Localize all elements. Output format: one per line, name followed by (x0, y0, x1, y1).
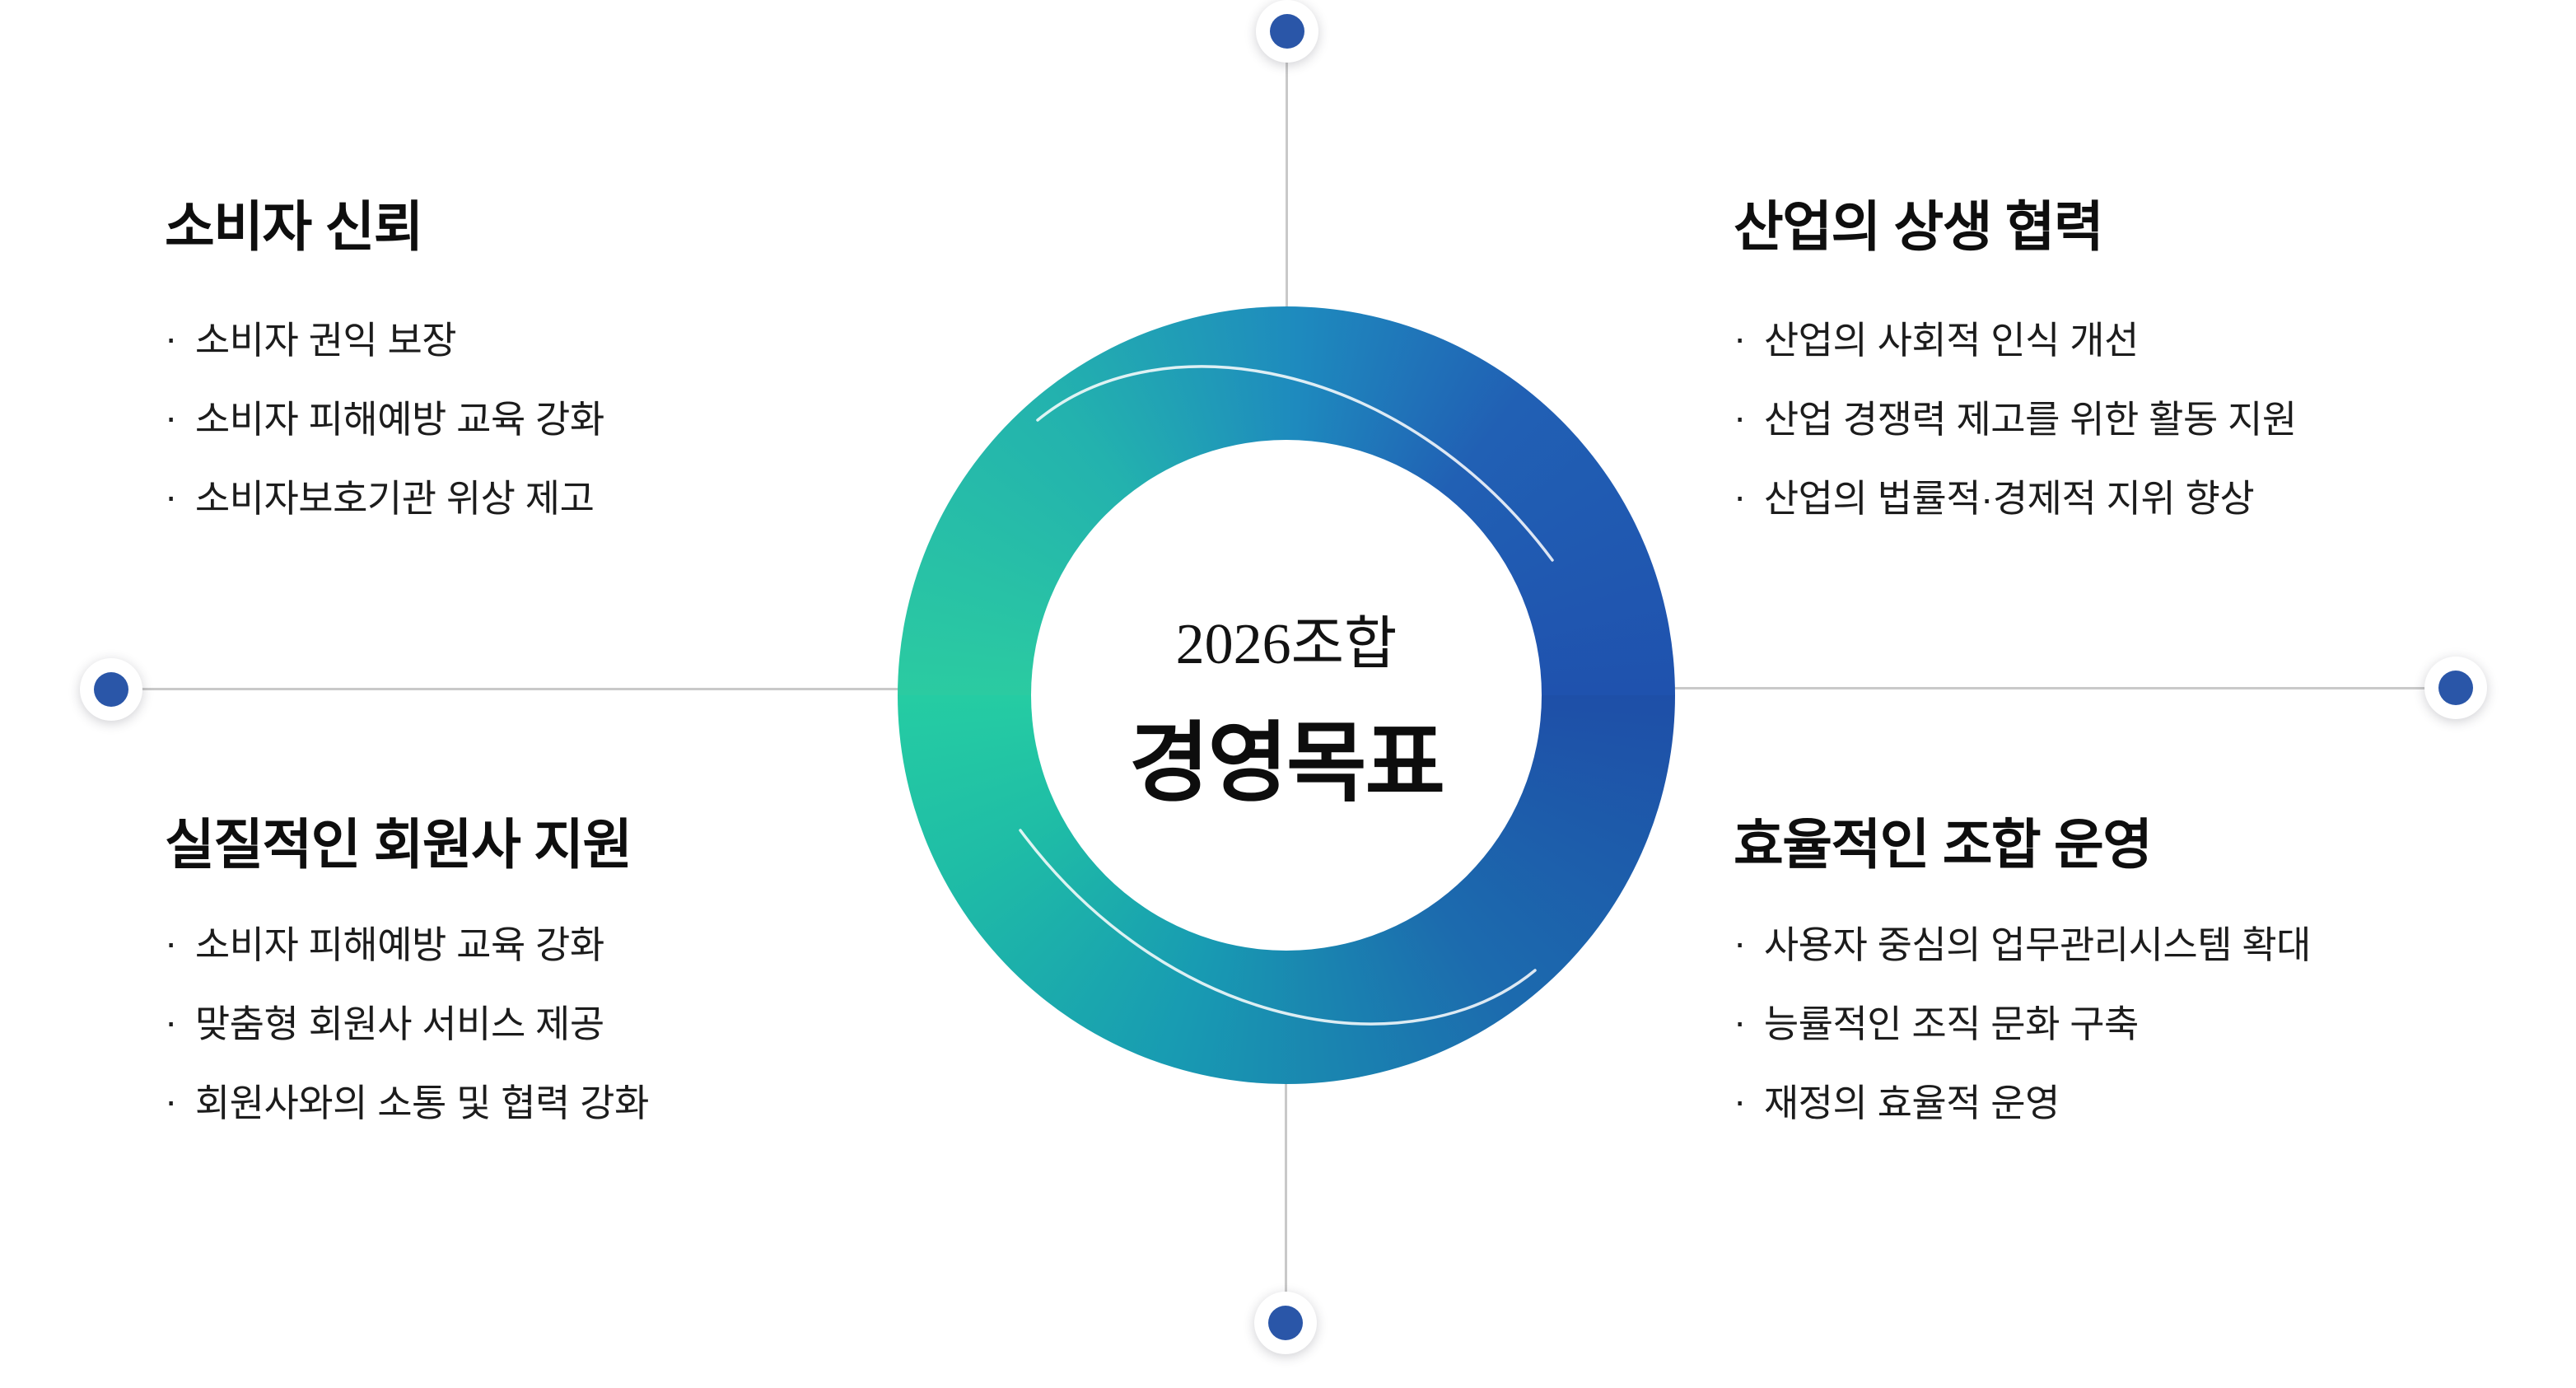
ring-swirl-lines (1019, 365, 1554, 1026)
connector-line-bottom (1285, 1077, 1287, 1325)
section-item-list: · 소비자 권익 보장 · 소비자 피해예방 교육 강화 · 소비자보호기관 위상 제… (165, 298, 604, 535)
section-consumer-trust: 소비자 신뢰 · 소비자 권익 보장 · 소비자 피해예방 교육 강화 · 소비자보호… (165, 183, 604, 535)
bullet-dot: · (1734, 1079, 1746, 1122)
node-dot-left-core (94, 672, 128, 707)
connector-line-right (1672, 687, 2456, 689)
node-dot-right-core (2438, 671, 2473, 705)
list-item-text: 소비자 피해예방 교육 강화 (194, 398, 604, 441)
donut-ring-hole (1031, 440, 1542, 951)
bullet-dot: · (165, 921, 177, 964)
bullet-dot: · (165, 316, 177, 359)
section-title: 실질적인 회원사 지원 (165, 814, 632, 875)
list-item: · 회원사와의 소통 및 협력 강화 (165, 1061, 649, 1140)
list-item: · 재정의 효율적 운영 (1734, 1061, 2311, 1140)
section-title: 소비자 신뢰 (165, 196, 423, 257)
bullet-dot: · (165, 1079, 177, 1122)
list-item-text: 재정의 효율적 운영 (1763, 1082, 2060, 1124)
bullet-dot: · (1734, 316, 1746, 359)
list-item-text: 소비자보호기관 위상 제고 (194, 477, 595, 520)
bullet-dot: · (1734, 921, 1746, 964)
list-item-text: 사용자 중심의 업무관리시스템 확대 (1763, 923, 2312, 966)
list-item: · 산업의 법률적·경제적 지위 향상 (1734, 456, 2297, 535)
list-item-text: 산업의 사회적 인식 개선 (1763, 319, 2140, 362)
list-item-text: 산업 경쟁력 제고를 위한 활동 지원 (1763, 398, 2297, 441)
section-item-list: · 사용자 중심의 업무관리시스템 확대 · 능률적인 조직 문화 구축 · 재정의 … (1734, 903, 2311, 1140)
list-item: · 산업 경쟁력 제고를 위한 활동 지원 (1734, 377, 2297, 456)
node-dot-top (1256, 0, 1318, 63)
swirl-arc-bottom (1019, 829, 1537, 1026)
list-item-text: 소비자 피해예방 교육 강화 (194, 923, 604, 966)
section-item-list: · 소비자 피해예방 교육 강화 · 맞춤형 회원사 서비스 제공 · 회원사와의 소… (165, 903, 649, 1140)
list-item: · 소비자보호기관 위상 제고 (165, 456, 604, 535)
list-item-text: 산업의 법률적·경제적 지위 향상 (1763, 477, 2255, 520)
list-item: · 맞춤형 회원사 서비스 제공 (165, 982, 649, 1061)
center-label: 2026조합 경영목표 (1031, 440, 1542, 951)
bullet-dot: · (165, 474, 177, 517)
list-item: · 능률적인 조직 문화 구축 (1734, 982, 2311, 1061)
section-member-support: 실질적인 회원사 지원 · 소비자 피해예방 교육 강화 · 맞춤형 회원사 서비스… (165, 801, 649, 1140)
list-item: · 소비자 권익 보장 (165, 298, 604, 377)
list-item: · 소비자 피해예방 교육 강화 (165, 903, 649, 982)
section-industry-cooperation: 산업의 상생 협력 · 산업의 사회적 인식 개선 · 산업 경쟁력 제고를 위한 … (1734, 183, 2297, 535)
bullet-dot: · (165, 1000, 177, 1043)
list-item: · 사용자 중심의 업무관리시스템 확대 (1734, 903, 2311, 982)
list-item-text: 맞춤형 회원사 서비스 제공 (194, 1002, 604, 1045)
list-item-text: 능률적인 조직 문화 구축 (1763, 1002, 2140, 1045)
node-dot-right (2424, 657, 2487, 719)
connector-line-top (1286, 31, 1288, 315)
section-efficient-operation: 효율적인 조합 운영 · 사용자 중심의 업무관리시스템 확대 · 능률적인 조직 … (1734, 801, 2311, 1140)
section-item-list: · 산업의 사회적 인식 개선 · 산업 경쟁력 제고를 위한 활동 지원 · 산업의… (1734, 298, 2297, 535)
section-title: 산업의 상생 협력 (1734, 196, 2104, 257)
center-goal-text: 경영목표 (1128, 714, 1445, 812)
swirl-arc-top (1036, 365, 1554, 562)
center-year-text: 2026조합 (1175, 612, 1398, 676)
bullet-dot: · (165, 395, 177, 438)
node-dot-top-core (1270, 14, 1304, 49)
node-dot-bottom (1254, 1292, 1317, 1354)
section-title: 효율적인 조합 운영 (1734, 814, 2153, 875)
bullet-dot: · (1734, 395, 1746, 438)
connector-line-left (111, 688, 902, 690)
list-item-text: 소비자 권익 보장 (194, 319, 457, 362)
node-dot-left (80, 658, 142, 721)
list-item-text: 회원사와의 소통 및 협력 강화 (194, 1082, 649, 1124)
bullet-dot: · (1734, 474, 1746, 517)
bullet-dot: · (1734, 1000, 1746, 1043)
list-item: · 산업의 사회적 인식 개선 (1734, 298, 2297, 377)
list-item: · 소비자 피해예방 교육 강화 (165, 377, 604, 456)
node-dot-bottom-core (1268, 1306, 1303, 1340)
